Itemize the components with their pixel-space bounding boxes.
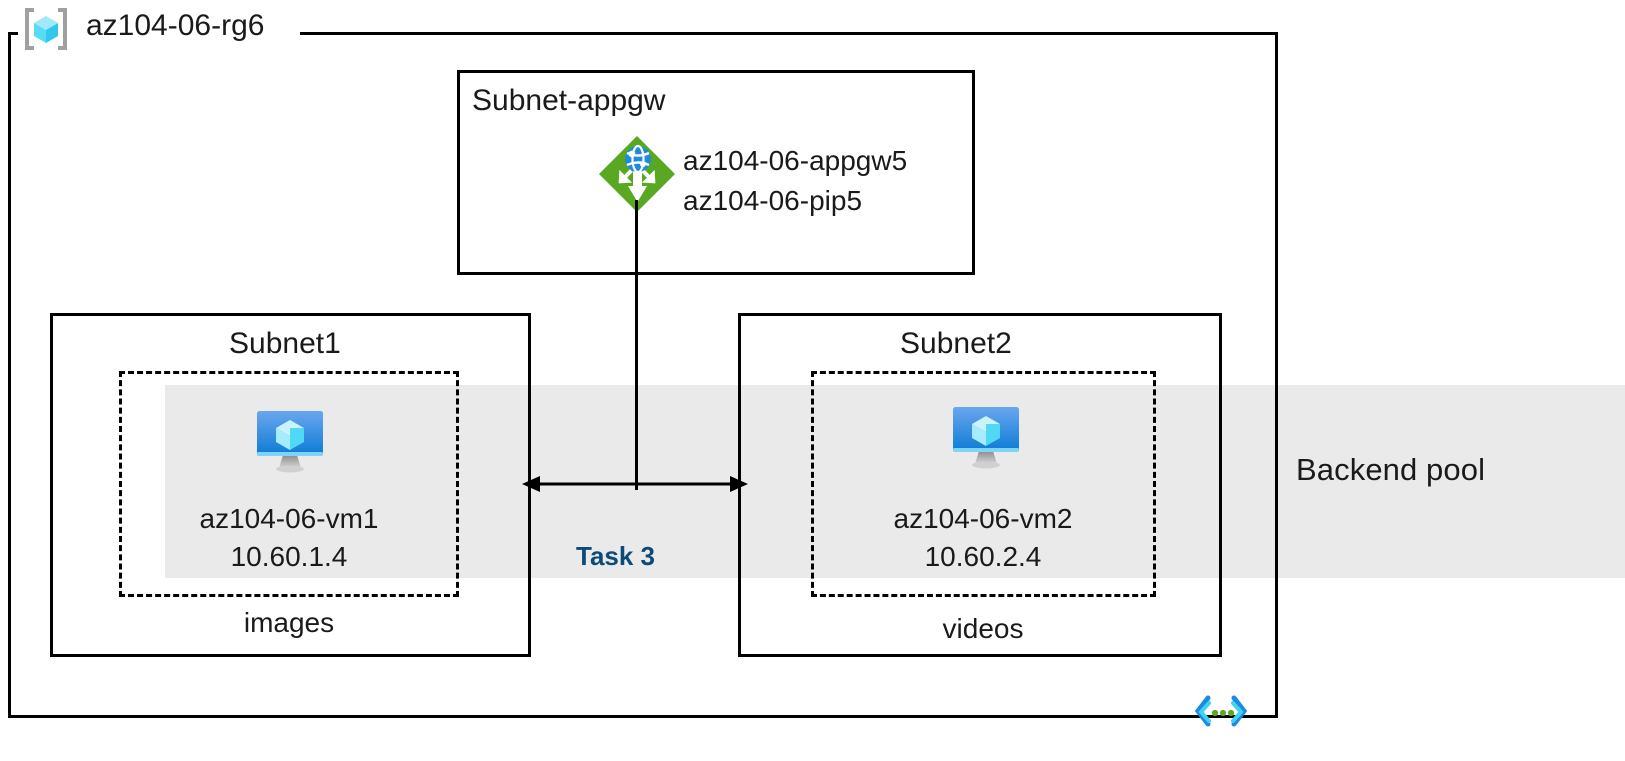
subnet1-dashed-group [119, 371, 459, 597]
public-ip-name: az104-06-pip5 [683, 185, 863, 216]
vm1-ip: 10.60.1.4 [230, 541, 348, 572]
subnet2-dashed-group [811, 371, 1156, 597]
vm2-name: az104-06-vm2 [893, 503, 1073, 534]
application-gateway-icon [597, 134, 677, 214]
vm2-ip: 10.60.2.4 [924, 541, 1042, 572]
virtual-machine-icon [251, 406, 329, 478]
vm1-name: az104-06-vm1 [199, 503, 379, 534]
appgw-name: az104-06-appgw5 [683, 145, 908, 176]
appgw-resource-names: az104-06-appgw5 az104-06-pip5 [683, 141, 907, 221]
subnet-appgw-title: Subnet-appgw [472, 84, 666, 117]
resource-group-name: az104-06-rg6 [86, 9, 265, 42]
appgw-connector-line [635, 200, 638, 490]
subnet1-title: Subnet1 [229, 327, 341, 360]
subnet1-caption: images [243, 607, 335, 638]
subnet2-caption: videos [942, 613, 1024, 644]
resource-group-icon [22, 7, 70, 51]
backend-pool-band [165, 385, 1625, 578]
resource-group-frame [8, 32, 1278, 718]
backend-pool-label: Backend pool [1296, 452, 1486, 487]
vm1-label-block: az104-06-vm1 10.60.1.4 [139, 500, 439, 576]
subnet-bidirectional-arrow [520, 470, 750, 503]
vm2-label-block: az104-06-vm2 10.60.2.4 [833, 500, 1133, 576]
task-label: Task 3 [576, 541, 656, 571]
subnet-appgw-box [457, 70, 975, 275]
code-brackets-icon [1194, 694, 1248, 728]
subnet2-title: Subnet2 [900, 327, 1012, 360]
virtual-machine-icon [947, 402, 1025, 474]
